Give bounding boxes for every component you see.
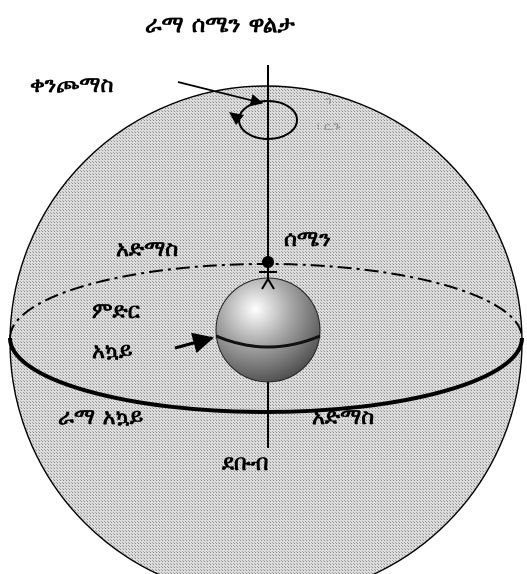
diagram-title: ራማ ሰሜን ዋልታ bbox=[145, 12, 295, 38]
earth-equator bbox=[215, 334, 321, 349]
observer-icon bbox=[259, 256, 277, 290]
zenith-label: ሰሜን bbox=[284, 227, 331, 252]
earth-label-line2: አኳይ bbox=[92, 339, 133, 364]
horizon-label-left: አድማስ bbox=[116, 237, 178, 262]
rotation-pointer-arrow bbox=[177, 81, 264, 107]
earth-pointer-arrow bbox=[174, 332, 215, 354]
rotation-arrow-icon bbox=[229, 112, 244, 125]
faint-mark-side: ፣ ር.ጉ bbox=[316, 120, 341, 133]
faint-mark-top: ኀ bbox=[325, 94, 331, 107]
horizon-front-arc bbox=[8, 337, 524, 414]
earth-label-line1: ምድር bbox=[92, 299, 141, 324]
horizon-label-right: አድማስ bbox=[312, 405, 374, 430]
celestial-equator-label: ራማ አኳይ bbox=[58, 405, 144, 430]
south-label: ደቡብ bbox=[221, 451, 268, 476]
rotation-label: ቀንጮማስ bbox=[30, 73, 113, 98]
earth-globe bbox=[215, 277, 321, 383]
